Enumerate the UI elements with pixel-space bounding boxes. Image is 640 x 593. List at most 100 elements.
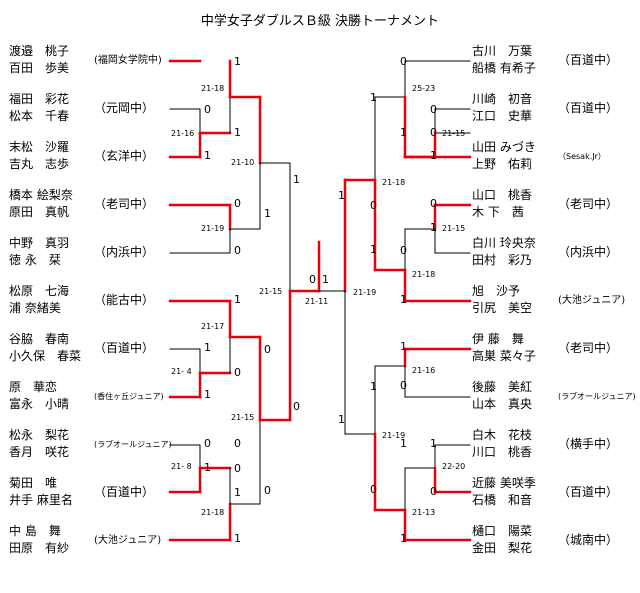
set-score: 0 — [430, 103, 437, 116]
set-score: 1 — [430, 149, 437, 162]
set-score: 1 — [234, 126, 241, 139]
player-name: 田原 有紗 — [9, 541, 70, 555]
set-score: 1 — [293, 173, 300, 186]
set-score: 1 — [322, 273, 329, 286]
set-score: 1 — [204, 149, 211, 162]
set-score: 1 — [400, 437, 407, 450]
player-name: 旭 沙予 — [472, 284, 521, 298]
player-name: 松永 梨花 — [9, 428, 70, 442]
player-name: 後藤 美紅 — [472, 380, 533, 394]
game-score: 21-18 — [201, 84, 225, 93]
player-name: 金田 梨花 — [472, 541, 533, 555]
game-score: 22-20 — [442, 462, 466, 471]
player-name: 船橋 有希子 — [472, 61, 536, 75]
school-label: （百道中） — [558, 485, 619, 499]
game-score: 25-23 — [412, 84, 436, 93]
set-score: 0 — [309, 273, 316, 286]
school-label: (ラブオールジュニア) — [94, 440, 172, 449]
school-label: （横手中） — [558, 437, 619, 451]
game-score: 21-15 — [442, 129, 466, 138]
player-name: 江口 史華 — [472, 109, 533, 123]
player-name: 谷脇 春南 — [9, 332, 70, 346]
player-name: 高巣 菜々子 — [472, 349, 536, 363]
set-score: 0 — [234, 197, 241, 210]
game-score: 21-10 — [231, 158, 255, 167]
set-score: 1 — [430, 437, 437, 450]
set-score: 0 — [400, 55, 407, 68]
school-label: (大池ジュニア) — [558, 295, 626, 306]
game-score: 21-11 — [305, 297, 329, 306]
school-label: （玄洋中） — [94, 149, 155, 163]
set-score: 1 — [400, 126, 407, 139]
set-score: 0 — [370, 199, 377, 212]
set-score: 0 — [234, 462, 241, 475]
set-score: 0 — [234, 244, 241, 257]
game-score: 21-18 — [201, 508, 225, 517]
game-score: 21-13 — [412, 508, 436, 517]
player-name: 山本 真央 — [472, 397, 533, 411]
player-name: 川口 桃香 — [472, 445, 533, 459]
set-score: 0 — [370, 483, 377, 496]
school-label: （百道中） — [94, 485, 155, 499]
set-score: 1 — [234, 293, 241, 306]
set-score: 0 — [430, 126, 437, 139]
set-score: 0 — [400, 379, 407, 392]
game-score: 21-15 — [442, 224, 466, 233]
player-name: 川崎 初音 — [472, 92, 533, 106]
set-score: 1 — [400, 532, 407, 545]
game-score: 21-19 — [353, 288, 377, 297]
player-name: 原 華恋 — [9, 380, 58, 394]
school-label: （城南中） — [558, 533, 619, 547]
player-name: 白木 花枝 — [472, 428, 533, 442]
school-label: （百道中） — [558, 53, 619, 67]
set-score: 0 — [204, 103, 211, 116]
game-score: 21-19 — [201, 224, 225, 233]
set-score: 1 — [234, 486, 241, 499]
player-name: 橋本 絵梨奈 — [9, 188, 73, 202]
player-name: 田村 彩乃 — [472, 253, 533, 267]
player-name: 福田 彩花 — [9, 92, 70, 106]
player-name: 菊田 唯 — [9, 476, 58, 490]
game-score: 21-18 — [382, 178, 406, 187]
set-score: 1 — [430, 221, 437, 234]
set-score: 0 — [293, 400, 300, 413]
school-label: （老司中） — [558, 197, 619, 211]
player-name: 山田 みづき — [472, 140, 536, 154]
player-name: 百田 歩美 — [9, 61, 70, 75]
player-name: 中野 真羽 — [9, 236, 70, 250]
set-score: 1 — [264, 207, 271, 220]
set-score: 1 — [338, 413, 345, 426]
set-score: 0 — [400, 244, 407, 257]
game-score: 21-16 — [412, 366, 436, 375]
player-name: 白川 玲央奈 — [472, 236, 536, 250]
player-name: 古川 万葉 — [472, 44, 533, 58]
school-label: （百道中） — [558, 101, 619, 115]
player-name: 香月 咲花 — [9, 445, 70, 459]
player-name: 松原 七海 — [9, 284, 70, 298]
school-label: （老司中） — [94, 197, 155, 211]
game-score: 21- 8 — [171, 462, 192, 471]
school-label: （老司中） — [558, 341, 619, 355]
set-score: 1 — [370, 91, 377, 104]
school-label: （内浜中） — [558, 245, 619, 259]
game-score: 21-15 — [259, 287, 283, 296]
school-label: （Sesak.Jr） — [558, 152, 606, 161]
school-label: （元岡中） — [94, 101, 155, 115]
game-score: 21-16 — [171, 129, 195, 138]
game-score: 21-15 — [231, 413, 255, 422]
set-score: 1 — [338, 189, 345, 202]
player-name: 富永 小晴 — [9, 397, 70, 411]
page-title: 中学女子ダブルスＢ級 決勝トーナメント — [200, 14, 440, 29]
school-label: (福岡女学院中) — [94, 55, 162, 66]
set-score: 0 — [430, 197, 437, 210]
set-score: 1 — [204, 461, 211, 474]
player-name: 木 下 茜 — [472, 205, 524, 219]
player-name: 松本 千春 — [9, 109, 70, 123]
set-score: 1 — [400, 340, 407, 353]
set-score: 0 — [234, 437, 241, 450]
player-name: 中 島 舞 — [9, 524, 61, 538]
set-score: 1 — [234, 532, 241, 545]
set-score: 0 — [234, 366, 241, 379]
set-score: 0 — [204, 437, 211, 450]
